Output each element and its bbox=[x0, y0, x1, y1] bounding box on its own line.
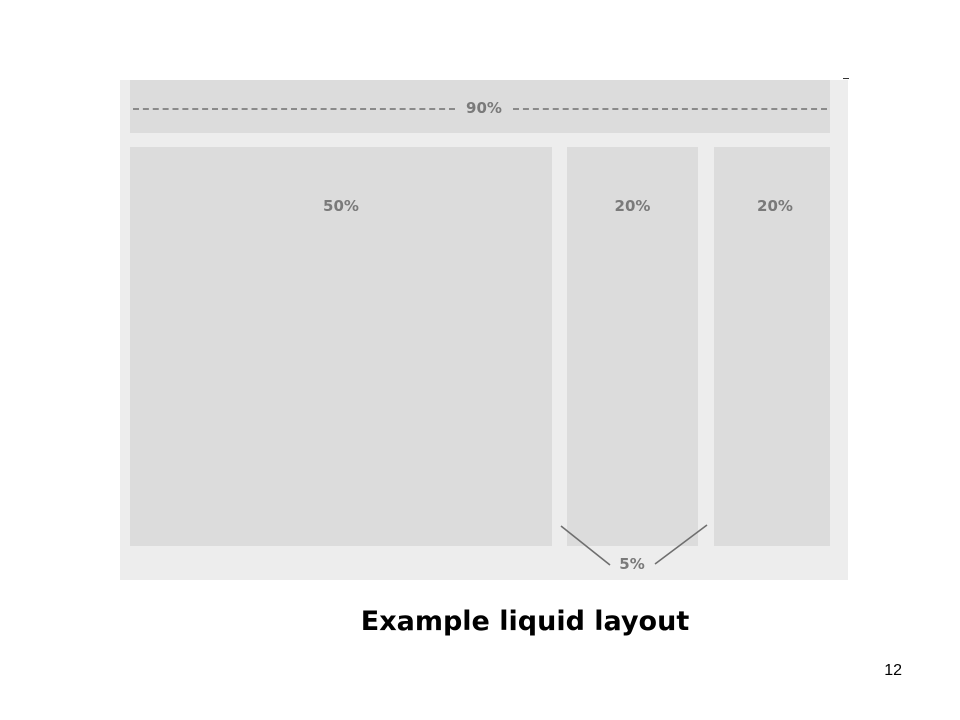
main-column-width-label: 50% bbox=[323, 197, 359, 215]
page-number: 12 bbox=[884, 662, 902, 679]
header-width-dash-right bbox=[513, 108, 827, 110]
gap-pointer-right bbox=[654, 524, 708, 565]
frame-tick-mark bbox=[843, 78, 849, 79]
middle-column-width-label: 20% bbox=[614, 197, 651, 215]
header-region bbox=[130, 80, 830, 133]
right-column bbox=[714, 147, 830, 546]
gap-indicator bbox=[560, 524, 708, 566]
gap-width-label: 5% bbox=[619, 555, 645, 573]
middle-column bbox=[567, 147, 698, 546]
header-width-dash-left bbox=[133, 108, 455, 110]
header-width-label: 90% bbox=[466, 99, 502, 117]
gap-pointer-left bbox=[560, 525, 611, 566]
right-column-width-label: 20% bbox=[757, 197, 793, 215]
main-column bbox=[130, 147, 552, 546]
slide-caption: Example liquid layout bbox=[360, 606, 690, 637]
